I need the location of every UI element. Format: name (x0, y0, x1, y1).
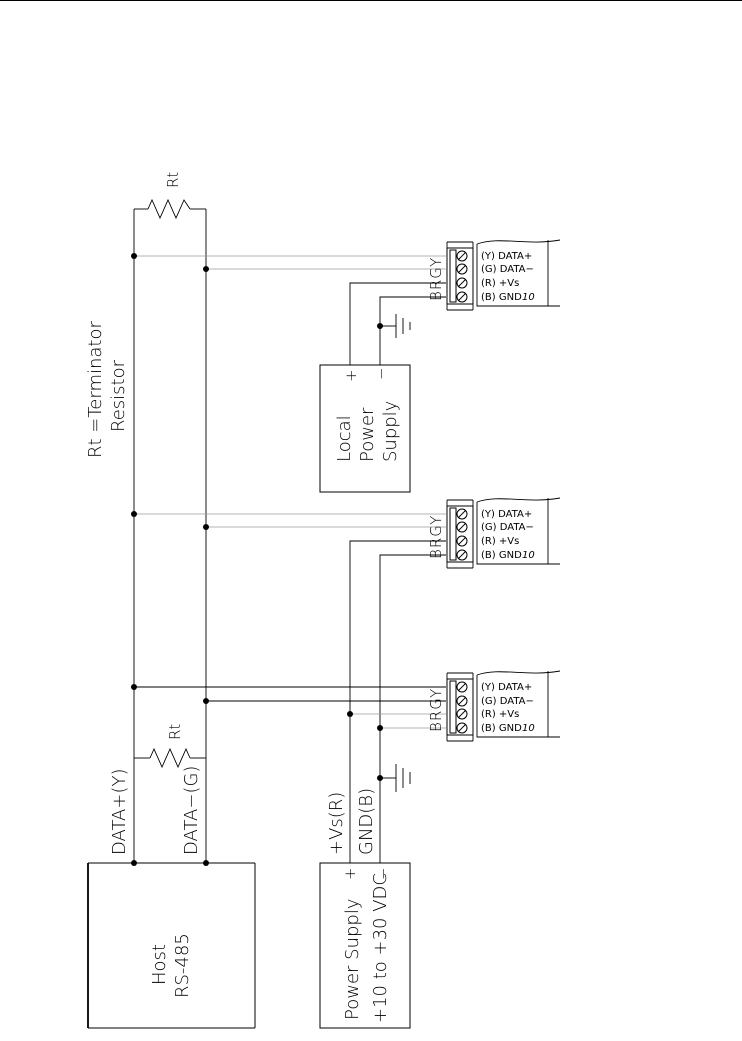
connector-bottom-pin-r: (R) +Vs (481, 709, 519, 720)
local-supply-plus: + (342, 369, 360, 382)
connector-top-num: 10 (522, 292, 535, 303)
main-supply-line2: +10 to +30 VDC (370, 873, 391, 1023)
host-line1: Host (149, 944, 170, 985)
local-power-supply: Local Power Supply + − (319, 364, 411, 493)
connector-bottom-pin-b: (B) GND (481, 723, 522, 734)
connector-middle-num: 10 (522, 550, 535, 561)
connector-middle-pin-b: (B) GND (481, 550, 522, 561)
local-supply-minus: − (372, 367, 390, 380)
host-line2: RS-485 (172, 933, 193, 998)
connector-bottom-pin-g: (G) DATA− (481, 696, 534, 707)
connector-middle-letters: BRGY (427, 515, 445, 559)
main-supply-plus: + (341, 867, 359, 880)
ground-symbol (380, 764, 411, 792)
connector-bottom-letters: BRGY (427, 688, 445, 732)
label-data-minus: DATA−(G) (181, 766, 202, 855)
label-gnd: GND(B) (356, 788, 377, 855)
local-supply-line1: Local (334, 415, 355, 462)
label-data-plus: DATA+(Y) (109, 769, 130, 856)
local-supply-line2: Power (357, 407, 378, 462)
connector-top-pin-y: (Y) DATA+ (481, 251, 532, 262)
connector-top: BRGY (Y) DATA+ (G) DATA− (R) +Vs (B) GND… (131, 239, 561, 365)
connector-top-pin-g: (G) DATA− (481, 264, 534, 275)
connector-top-pin-r: (R) +Vs (481, 278, 519, 289)
connector-bottom: BRGY (Y) DATA+ (G) DATA− (R) +Vs (B) GND… (131, 670, 561, 742)
terminator-note-line1: Rt =Terminator (85, 320, 106, 458)
resistor-label-bottom: Rt (166, 724, 184, 740)
host-box: Host RS-485 (87, 862, 256, 1029)
connector-bottom-pin-y: (Y) DATA+ (481, 682, 532, 693)
connector-bottom-num: 10 (522, 723, 535, 734)
label-vs: +Vs(R) (326, 792, 347, 855)
connector-top-pin-b: (B) GND (481, 292, 522, 303)
connector-top-letters: BRGY (427, 257, 445, 301)
connector-middle-pin-g: (G) DATA− (481, 522, 534, 533)
bus-wires (133, 208, 207, 863)
main-power-supply: Power Supply +10 to +30 VDC + − (319, 862, 411, 1029)
connector-middle: BRGY (Y) DATA+ (G) DATA− (R) +Vs (B) GND… (131, 497, 561, 728)
header-rule (0, 0, 742, 1)
terminator-resistor-top (147, 198, 191, 220)
resistor-label-top: Rt (164, 172, 182, 188)
local-supply-line3: Supply (380, 401, 401, 462)
connector-middle-pin-r: (R) +Vs (481, 536, 519, 547)
main-supply-line1: Power Supply (342, 899, 363, 1020)
terminator-note-line2: Resistor (108, 359, 129, 432)
main-supply-minus: − (374, 867, 392, 880)
terminator-resistor-bottom (149, 747, 191, 769)
connector-middle-pin-y: (Y) DATA+ (481, 509, 532, 520)
